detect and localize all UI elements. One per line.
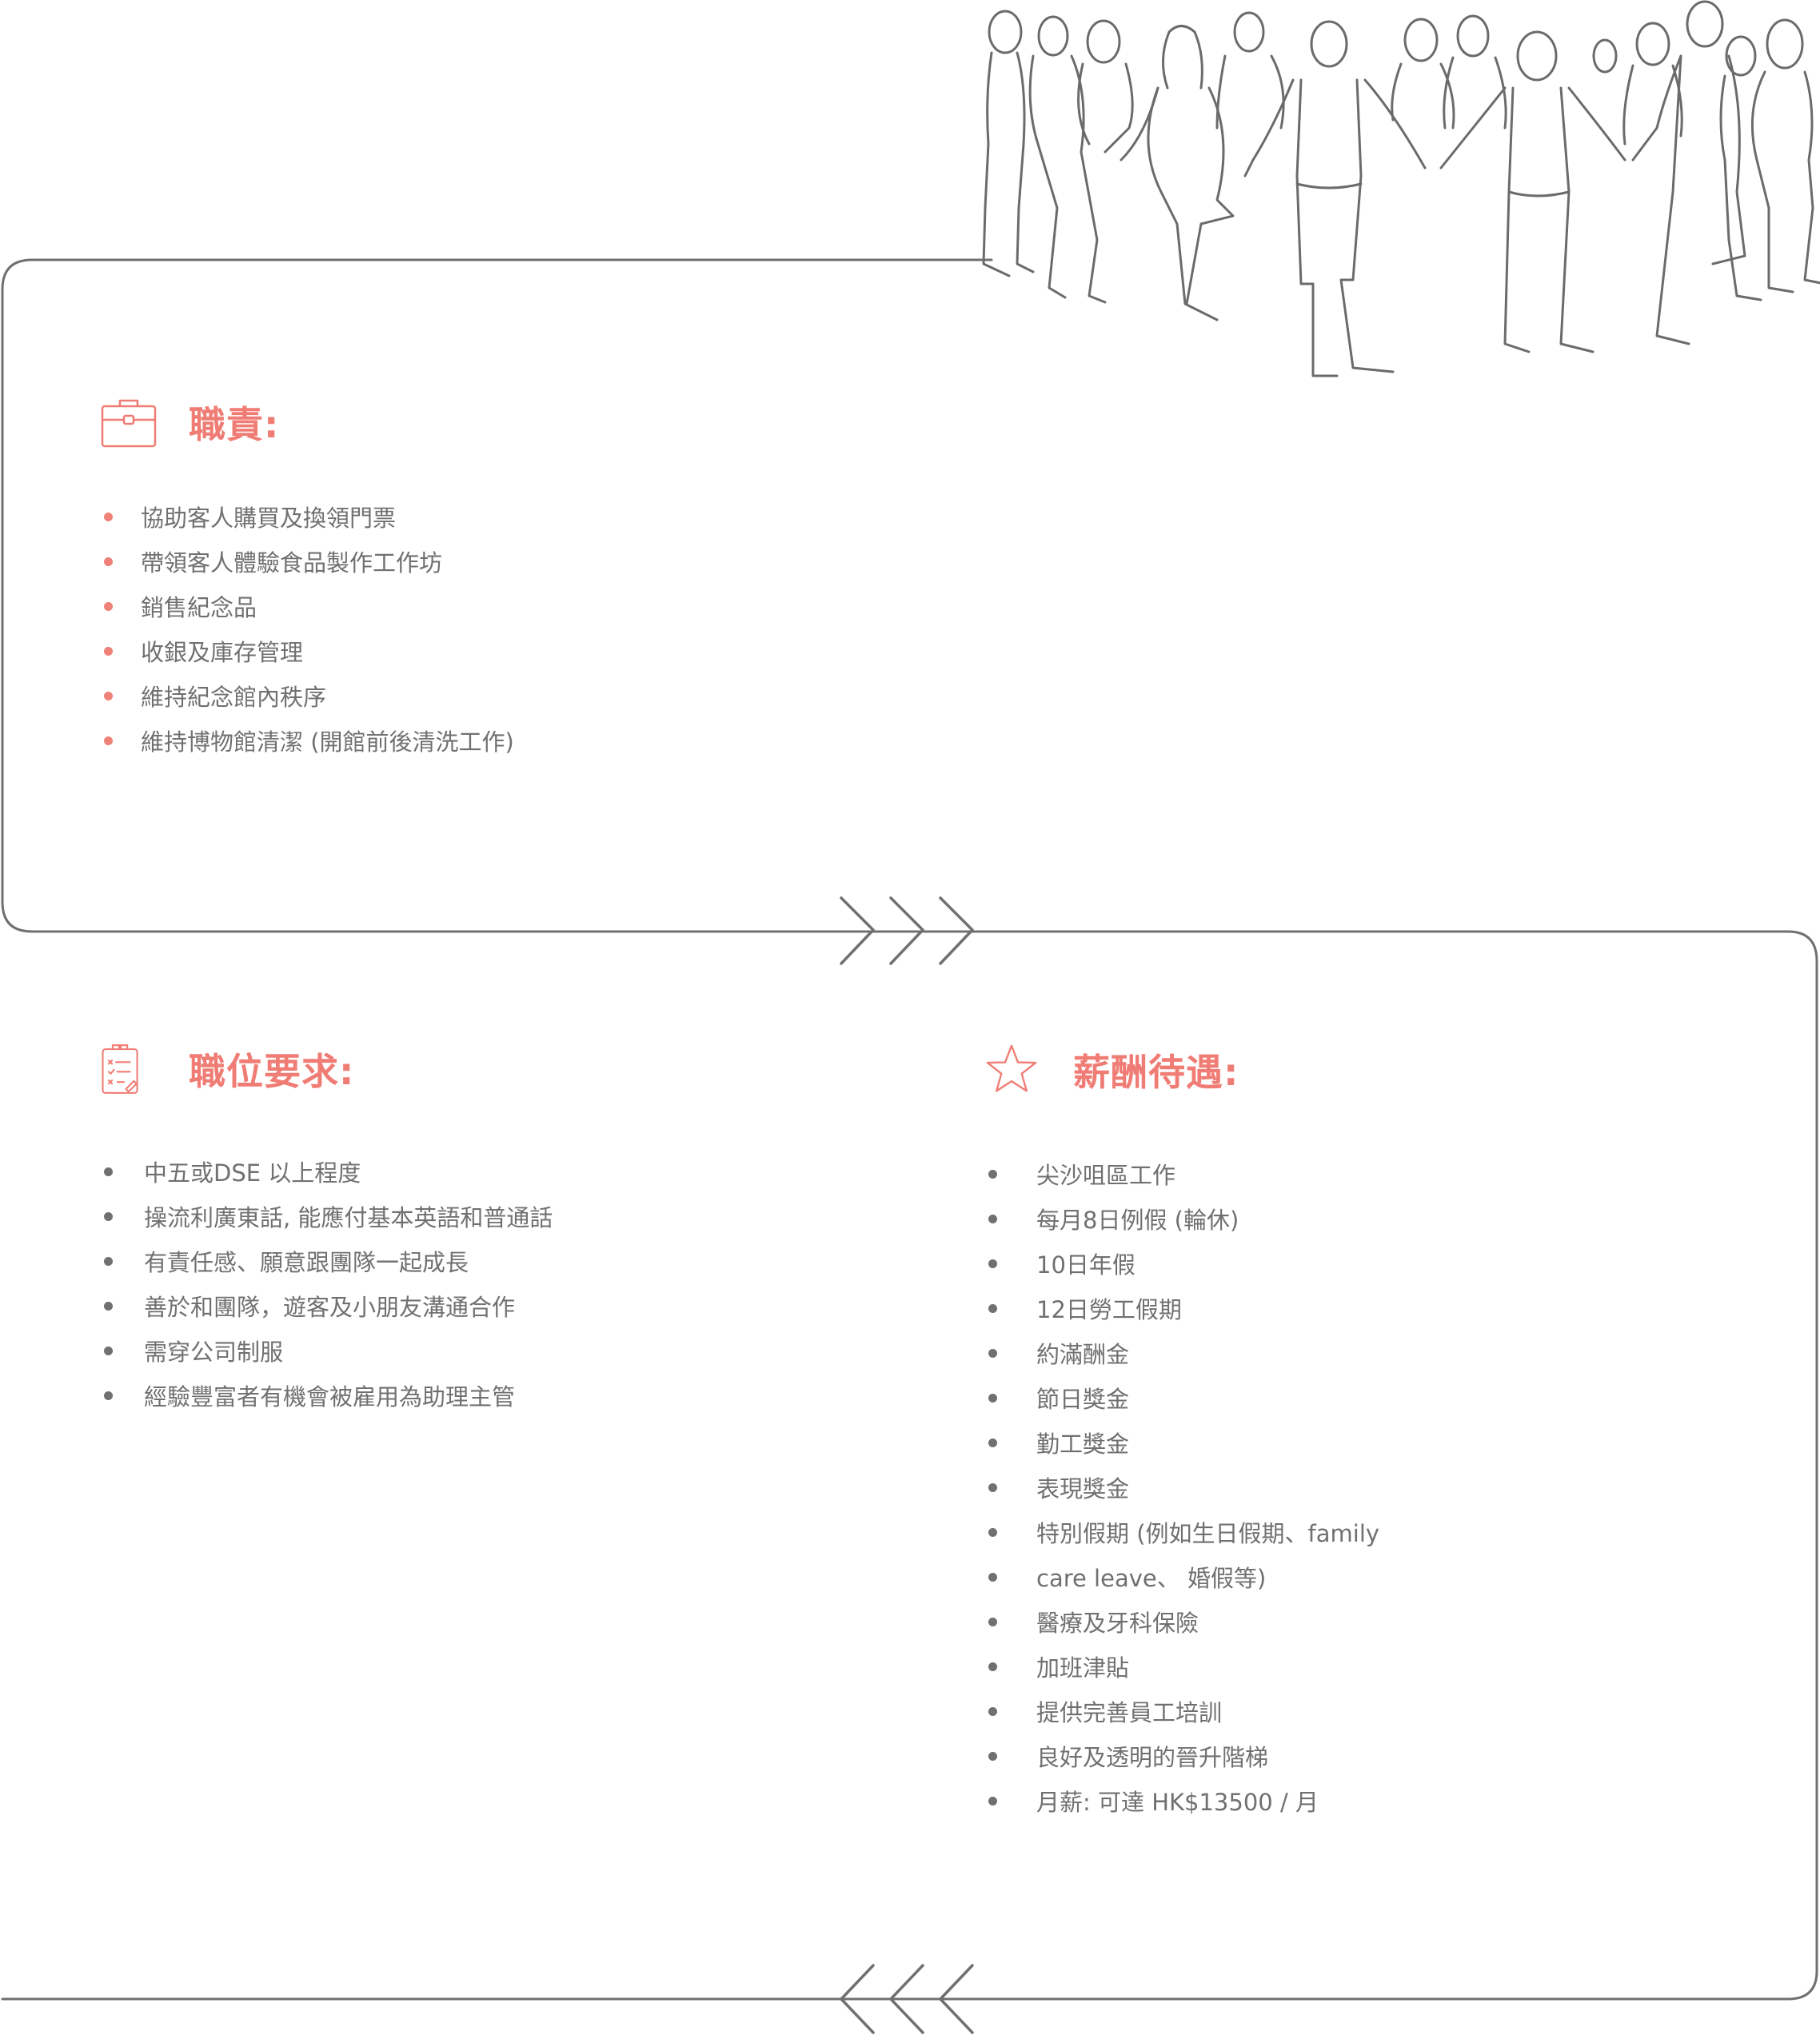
list-item: 勤工獎金 [988, 1420, 1379, 1465]
bullet-icon [104, 1346, 113, 1355]
list-item: 操流利廣東話, 能應付基本英語和普通話 [104, 1194, 553, 1239]
bullet-icon [988, 1393, 997, 1403]
list-item: 約滿酬金 [988, 1331, 1379, 1375]
people-holding-hands-illustration [982, 0, 1820, 377]
benefits-title: 薪酬待遇: [1073, 1051, 1239, 1094]
briefcase-icon [101, 399, 157, 448]
bullet-icon [104, 736, 113, 745]
bullet-icon [104, 1301, 113, 1311]
list-item: care leave、 婚假等) [988, 1554, 1379, 1599]
bullet-icon [988, 1303, 997, 1313]
list-item: 每月8日例假 (輪休) [988, 1196, 1379, 1241]
requirements-list: 中五或DSE 以上程度 操流利廣東話, 能應付基本英語和普通話 有責任感、願意跟… [104, 1149, 553, 1418]
list-item: 尖沙咀區工作 [988, 1151, 1379, 1196]
bullet-icon [988, 1796, 997, 1806]
list-item: 提供完善員工培訓 [988, 1689, 1379, 1734]
list-item: 特別假期 (例如生日假期、family [988, 1510, 1379, 1554]
bullet-icon [104, 1256, 113, 1266]
bullet-icon [104, 1391, 113, 1400]
list-item: 表現獎金 [988, 1465, 1379, 1510]
bullet-icon [988, 1527, 997, 1537]
bullet-icon [104, 557, 113, 566]
duties-list: 協助客人購買及換領門票 帶領客人體驗食品製作工作坊 銷售紀念品 收銀及庫存管理 … [104, 494, 514, 763]
list-item: 需穿公司制服 [104, 1328, 553, 1373]
bullet-icon [104, 646, 113, 656]
list-item: 有責任感、願意跟團隊一起成長 [104, 1239, 553, 1283]
bullet-icon [104, 1167, 113, 1176]
clipboard-checklist-icon [102, 1044, 138, 1094]
benefits-list: 尖沙咀區工作 每月8日例假 (輪休) 10日年假 12日勞工假期 約滿酬金 節日… [988, 1151, 1379, 1823]
bullet-icon [988, 1214, 997, 1223]
list-item: 維持博物館清潔 (開館前後清洗工作) [104, 718, 514, 763]
list-item: 良好及透明的晉升階梯 [988, 1734, 1379, 1778]
chevrons-right [840, 896, 974, 965]
bullet-icon [988, 1572, 997, 1582]
requirements-title: 職位要求: [189, 1050, 355, 1093]
bullet-icon [988, 1259, 997, 1268]
bullet-icon [988, 1348, 997, 1358]
bullet-icon [988, 1662, 997, 1671]
list-item: 善於和團隊，遊客及小朋友溝通合作 [104, 1283, 553, 1328]
requirements-header: 職位要求: [101, 1037, 354, 1101]
list-item: 銷售紀念品 [104, 584, 514, 628]
list-item: 維持紀念館內秩序 [104, 673, 514, 718]
list-item: 節日獎金 [988, 1375, 1379, 1420]
list-item: 中五或DSE 以上程度 [104, 1149, 553, 1194]
bullet-icon [988, 1706, 997, 1716]
list-item: 加班津貼 [988, 1644, 1379, 1689]
bullet-icon [104, 691, 113, 700]
bullet-icon [988, 1751, 997, 1761]
benefits-header: 薪酬待遇: [985, 1043, 1239, 1096]
list-item: 醫療及牙科保險 [988, 1599, 1379, 1644]
chevrons-left [840, 1964, 974, 2034]
duties-header: 職責: [101, 394, 279, 450]
list-item: 經驗豐富者有機會被雇用為助理主管 [104, 1373, 553, 1418]
list-item: 月薪: 可達 HK$13500 / 月 [988, 1778, 1379, 1823]
bullet-icon [988, 1438, 997, 1447]
bullet-icon [988, 1482, 997, 1492]
bullet-icon [104, 1211, 113, 1221]
list-item: 10日年假 [988, 1241, 1379, 1286]
duties-title: 職責: [189, 403, 280, 446]
bullet-icon [988, 1617, 997, 1626]
list-item: 帶領客人體驗食品製作工作坊 [104, 539, 514, 584]
list-item: 協助客人購買及換領門票 [104, 494, 514, 539]
star-icon [986, 1044, 1037, 1092]
bullet-icon [988, 1169, 997, 1179]
bullet-icon [104, 601, 113, 611]
list-item: 12日勞工假期 [988, 1286, 1379, 1331]
bullet-icon [104, 512, 113, 521]
list-item: 收銀及庫存管理 [104, 628, 514, 673]
